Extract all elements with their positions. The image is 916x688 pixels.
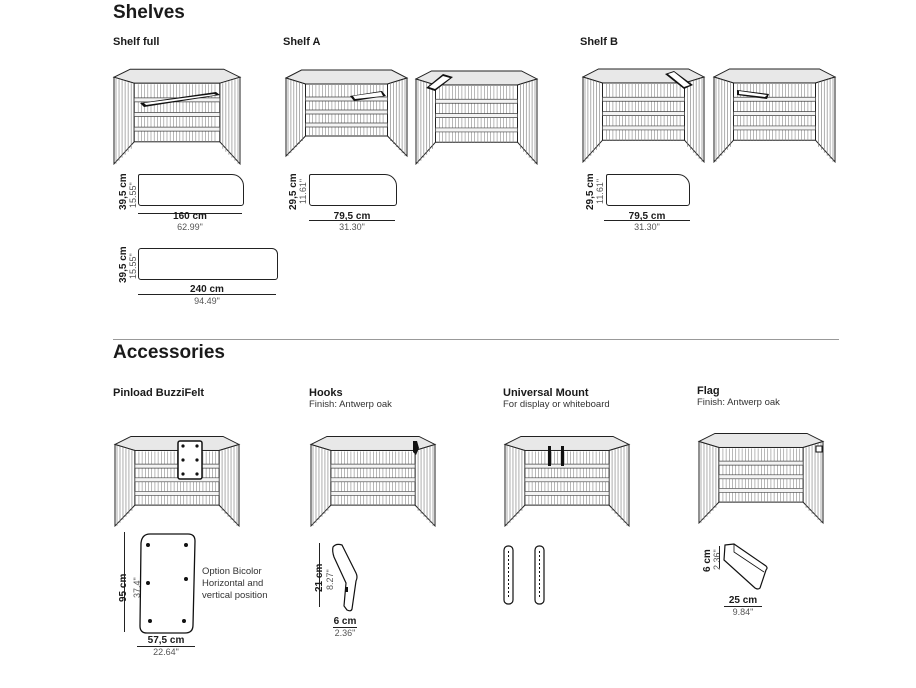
- dimension-line: [604, 220, 690, 221]
- dimension-width-in: 62.99": [177, 222, 203, 232]
- dimension-line: [724, 606, 762, 607]
- dimension-line: [333, 627, 357, 628]
- group-label-shelf-b: Shelf B: [580, 36, 618, 48]
- section-divider: [113, 339, 839, 340]
- mount-rail-drawing: [548, 446, 564, 466]
- dimension-height-in: 2.36": [712, 549, 722, 570]
- dimension-width-cm: 160 cm: [173, 211, 207, 222]
- shelf-unit-drawing: [284, 69, 409, 158]
- dimension-width-cm: 79,5 cm: [333, 211, 371, 222]
- dimension-height-in: 15.55": [128, 253, 138, 279]
- accessory-label-universal-mount: Universal Mount: [503, 387, 589, 399]
- pinboard-drawing: [177, 440, 203, 480]
- shelf-unit-drawing: [309, 435, 437, 528]
- shelf-plate-outline: [138, 248, 278, 280]
- mount-rail-drawing: [534, 545, 545, 605]
- dimension-line: [309, 220, 395, 221]
- dimension-width-cm: 79,5 cm: [628, 211, 666, 222]
- accessory-sub-hooks: Finish: Antwerp oak: [309, 399, 392, 410]
- dimension-width-in: 22.64": [153, 647, 179, 657]
- shelf-plate-drawing: [665, 71, 693, 89]
- accessory-label-pinload: Pinload BuzziFelt: [113, 387, 205, 399]
- shelf-plate-drawing: [140, 92, 220, 107]
- dimension-line: [138, 294, 276, 295]
- accessory-sub-flag: Finish: Antwerp oak: [697, 397, 780, 408]
- dimension-width-cm: 25 cm: [728, 595, 758, 606]
- dimension-line: [138, 213, 242, 214]
- flag-drawing: [723, 543, 768, 590]
- section-title-shelves: Shelves: [113, 2, 185, 23]
- shelf-unit-drawing: [581, 68, 706, 164]
- dimension-height-in: 15.55": [128, 182, 138, 208]
- pinboard-drawing: [139, 533, 196, 634]
- dimension-width-cm: 6 cm: [333, 616, 357, 627]
- dimension-width-in: 94.49": [194, 296, 220, 306]
- shelf-plate-outline: [138, 174, 244, 206]
- hook-drawing: [332, 543, 358, 612]
- group-label-shelf-a: Shelf A: [283, 36, 321, 48]
- dimension-width-cm: 240 cm: [190, 284, 224, 295]
- mount-rail-drawing: [503, 545, 514, 605]
- shelf-unit-drawing: [712, 68, 837, 164]
- shelf-unit-drawing: [503, 435, 631, 528]
- shelf-plate-outline: [606, 174, 690, 206]
- shelf-plate-drawing: [350, 91, 386, 101]
- shelf-unit-drawing: [113, 435, 241, 528]
- shelf-plate-outline: [309, 174, 397, 206]
- dimension-line: [137, 646, 195, 647]
- option-note-line: Horizontal and: [202, 578, 264, 589]
- flag-drawing: [815, 445, 823, 453]
- shelf-unit-drawing: [414, 70, 539, 166]
- accessory-sub-universal-mount: For display or whiteboard: [503, 399, 610, 410]
- shelf-plate-drawing: [426, 74, 453, 91]
- dimension-width-cm: 57,5 cm: [147, 635, 185, 646]
- dimension-height-in: 11.61": [595, 178, 605, 204]
- dimension-height-in: 11.61": [298, 178, 308, 204]
- group-label-shelf-full: Shelf full: [113, 36, 160, 48]
- option-note-line: Option Bicolor: [202, 566, 262, 577]
- dimension-width-in: 9.84": [732, 607, 754, 617]
- shelf-unit-drawing: [112, 68, 242, 166]
- dimension-width-in: 31.30": [339, 222, 365, 232]
- option-note-line: vertical position: [202, 590, 268, 601]
- section-title-accessories: Accessories: [113, 342, 225, 363]
- dimension-line: [719, 546, 720, 568]
- dimension-line: [124, 532, 125, 632]
- option-note: Option Bicolor Horizontal and vertical p…: [202, 566, 267, 602]
- shelf-plate-drawing: [737, 90, 769, 99]
- shelf-unit-drawing: [697, 432, 825, 525]
- hook-drawing: [413, 441, 419, 455]
- dimension-width-in: 2.36": [334, 628, 356, 638]
- accessory-label-hooks: Hooks: [309, 387, 343, 399]
- dimension-line: [319, 543, 320, 607]
- accessory-label-flag: Flag: [697, 385, 720, 397]
- dimension-width-in: 31.30": [634, 222, 660, 232]
